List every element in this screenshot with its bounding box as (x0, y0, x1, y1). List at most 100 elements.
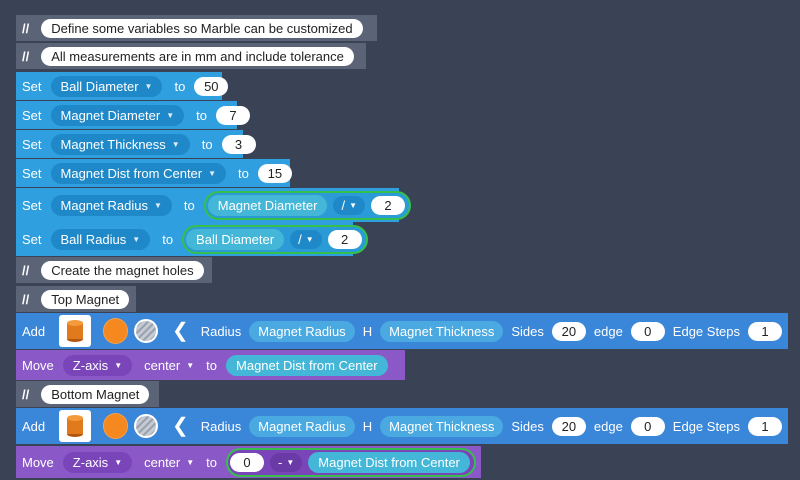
comment-symbol: // (22, 20, 30, 36)
axis-label: Z-axis (72, 357, 109, 373)
comment-block[interactable]: // All measurements are in mm and includ… (16, 43, 366, 69)
math-operation-block[interactable]: Ball Diameter /▼ 2 (182, 224, 368, 254)
value-input[interactable]: 2 (327, 229, 362, 249)
orange-sphere-icon[interactable] (102, 413, 129, 439)
dropdown-caret-icon: ▼ (349, 200, 357, 210)
dropdown-caret-icon: ▼ (305, 234, 314, 244)
value-input[interactable]: 2 (371, 195, 405, 215)
height-reporter[interactable]: Magnet Thickness (380, 415, 504, 437)
comment-block[interactable]: // Top Magnet (16, 286, 136, 312)
axis-dropdown[interactable]: Z-axis ▼ (62, 354, 133, 376)
edge-steps-input[interactable]: 1 (748, 416, 783, 436)
dropdown-caret-icon: ▼ (114, 360, 123, 370)
comment-text[interactable]: All measurements are in mm and include t… (41, 46, 354, 66)
set-keyword: Set (22, 136, 42, 152)
value-input[interactable]: 7 (216, 105, 250, 125)
cylinder-icon[interactable] (59, 315, 91, 347)
operator-label: / (298, 231, 302, 247)
value-input[interactable]: 0 (230, 452, 265, 472)
edge-steps-label: Edge Steps (672, 418, 741, 434)
variable-name: Magnet Thickness (60, 136, 166, 152)
set-keyword: Set (22, 231, 42, 247)
variable-dropdown[interactable]: Magnet Thickness ▼ (50, 133, 190, 155)
variable-reporter[interactable]: Magnet Dist from Center (308, 451, 470, 473)
axis-dropdown[interactable]: Z-axis▼ (62, 451, 133, 473)
hole-pattern-icon[interactable] (134, 319, 158, 343)
variable-reporter[interactable]: Magnet Diameter (207, 194, 328, 216)
math-operation-block[interactable]: 0 -▼ Magnet Dist from Center (226, 447, 476, 477)
height-reporter[interactable]: Magnet Thickness (380, 320, 504, 342)
variable-name: Magnet Diameter (60, 107, 161, 123)
move-block[interactable]: Move Z-axis▼ center▼ to Magnet Dist from… (16, 350, 405, 380)
set-expression-block[interactable]: Set Magnet Radius▼ to Magnet Diameter /▼… (16, 188, 411, 222)
comment-symbol: // (22, 291, 30, 307)
comment-text[interactable]: Top Magnet (41, 289, 130, 309)
value-input[interactable]: 50 (194, 76, 229, 96)
anchor-dropdown[interactable]: center▼ (144, 358, 194, 373)
edge-steps-label: Edge Steps (672, 323, 741, 339)
radius-label: Radius (200, 323, 242, 339)
variable-dropdown[interactable]: Magnet Dist from Center▼ (50, 162, 227, 184)
comment-block[interactable]: // Create the magnet holes (16, 257, 212, 283)
dropdown-caret-icon: ▼ (186, 457, 195, 467)
chevron-left-icon[interactable]: ❮ (172, 320, 189, 342)
cylinder-icon[interactable] (59, 410, 91, 442)
edge-input[interactable]: 0 (630, 321, 665, 341)
variable-dropdown[interactable]: Ball Radius ▼ (50, 228, 151, 250)
variable-name: Magnet Dist from Center (60, 165, 203, 181)
comment-text[interactable]: Define some variables so Marble can be c… (41, 18, 363, 38)
set-keyword: Set (22, 78, 42, 94)
set-keyword: Set (22, 165, 42, 181)
anchor-label: center (144, 357, 181, 373)
dropdown-caret-icon: ▼ (132, 234, 141, 244)
to-keyword: to (206, 454, 218, 470)
math-operation-block[interactable]: Magnet Diameter /▼ 2 (203, 190, 411, 220)
variable-reporter[interactable]: Ball Diameter (186, 228, 285, 250)
comment-block[interactable]: // Define some variables so Marble can b… (16, 15, 377, 41)
operator-dropdown[interactable]: /▼ (333, 195, 365, 215)
to-keyword: to (238, 165, 249, 181)
variable-name: Ball Radius (60, 231, 127, 247)
edge-input[interactable]: 0 (630, 416, 665, 436)
comment-text[interactable]: Create the magnet holes (41, 260, 204, 280)
operator-dropdown[interactable]: -▼ (270, 452, 303, 472)
sides-input[interactable]: 20 (551, 321, 586, 341)
set-block[interactable]: Set Magnet Diameter▼ to 7 (16, 101, 250, 129)
height-label: H (362, 418, 373, 434)
comment-symbol: // (22, 48, 30, 64)
operator-label: / (341, 197, 346, 213)
add-shape-block[interactable]: Add ❮ Radius Magnet Radius H Magnet Thic… (16, 313, 788, 349)
anchor-dropdown[interactable]: center ▼ (144, 455, 194, 470)
set-block[interactable]: Set Ball Diameter▼ to 50 (16, 72, 229, 100)
to-keyword: to (196, 107, 207, 123)
add-shape-block[interactable]: Add ❮ Radius Magnet Radius H Magnet Thic… (16, 408, 788, 444)
variable-dropdown[interactable]: Ball Diameter▼ (50, 75, 163, 97)
set-block[interactable]: Set Magnet Thickness ▼ to 3 (16, 130, 256, 158)
hole-pattern-icon[interactable] (134, 414, 158, 438)
to-keyword: to (201, 136, 213, 152)
dropdown-caret-icon: ▼ (171, 139, 180, 149)
chevron-left-icon[interactable]: ❮ (172, 415, 189, 437)
variable-reporter[interactable]: Magnet Dist from Center (226, 354, 388, 376)
height-label: H (362, 323, 373, 339)
set-block[interactable]: Set Magnet Dist from Center▼ to 15 (16, 159, 292, 187)
variable-dropdown[interactable]: Magnet Diameter▼ (50, 104, 185, 126)
radius-reporter[interactable]: Magnet Radius (249, 415, 355, 437)
set-expression-block[interactable]: Set Ball Radius▼ to Ball Diameter /▼ 2 (16, 222, 368, 256)
anchor-label: center (144, 454, 181, 470)
set-keyword: Set (22, 107, 42, 123)
orange-sphere-icon[interactable] (102, 318, 129, 344)
operator-dropdown[interactable]: /▼ (290, 229, 322, 249)
value-input[interactable]: 3 (221, 134, 256, 154)
comment-block[interactable]: // Bottom Magnet (16, 381, 159, 407)
value-input[interactable]: 15 (257, 163, 292, 183)
sides-label: Sides (511, 323, 544, 339)
radius-reporter[interactable]: Magnet Radius (249, 320, 355, 342)
edge-steps-input[interactable]: 1 (748, 321, 783, 341)
sides-input[interactable]: 20 (551, 416, 586, 436)
variable-dropdown[interactable]: Magnet Radius▼ (50, 194, 172, 216)
to-keyword: to (183, 197, 195, 213)
move-block[interactable]: Move Z-axis▼ center▼ to 0 -▼ Magnet Dist… (16, 446, 481, 478)
variable-name: Ball Diameter (60, 78, 139, 94)
comment-text[interactable]: Bottom Magnet (41, 384, 150, 404)
